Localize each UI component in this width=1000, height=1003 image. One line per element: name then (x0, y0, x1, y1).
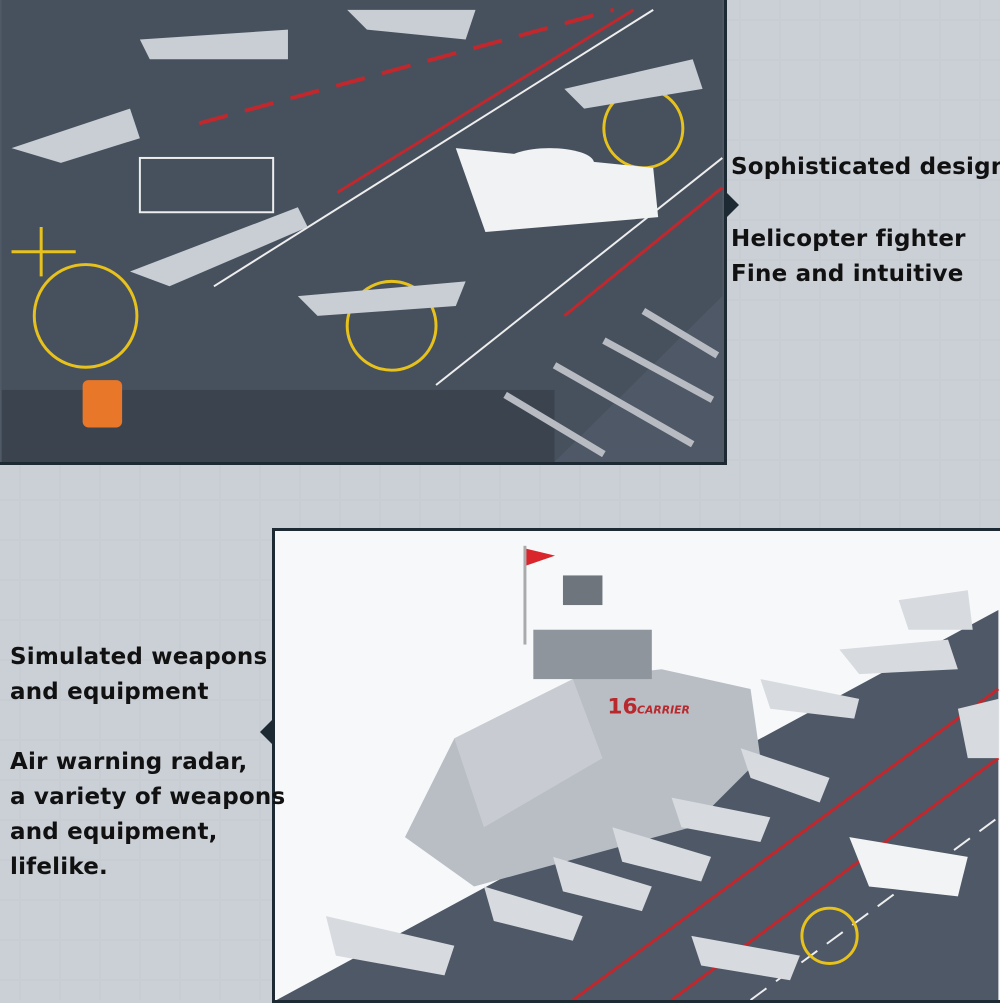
pointer-arrow-top (727, 193, 739, 217)
caption-line: and equipment (10, 679, 209, 705)
caption-line: Air warning radar, (10, 749, 248, 775)
carrier-island-photo: 16 CARRIER (272, 528, 1000, 1003)
caption-line: Simulated weapons (10, 644, 268, 670)
caption-line: a variety of weapons (10, 784, 286, 810)
caption-sophisticated-design: Sophisticated design (731, 150, 1000, 185)
caption-simulated-weapons: Simulated weapons and equipment (10, 640, 267, 710)
carrier-label: CARRIER (637, 704, 690, 717)
deck-illustration (1, 0, 724, 462)
carrier-deck-closeup-photo (0, 0, 727, 465)
caption-line: and equipment, (10, 819, 218, 845)
pointer-arrow-bottom (260, 720, 272, 744)
caption-line: Fine and intuitive (731, 261, 964, 287)
ship-illustration: 16 CARRIER (276, 531, 1000, 1000)
caption-line: Helicopter fighter (731, 226, 966, 252)
hull-number: 16 (607, 695, 637, 720)
caption-line: Sophisticated design (731, 154, 1000, 180)
caption-line: lifelike. (10, 854, 108, 880)
caption-helicopter-fighter: Helicopter fighter Fine and intuitive (731, 222, 966, 292)
caption-air-warning-radar: Air warning radar, a variety of weapons … (10, 745, 285, 885)
